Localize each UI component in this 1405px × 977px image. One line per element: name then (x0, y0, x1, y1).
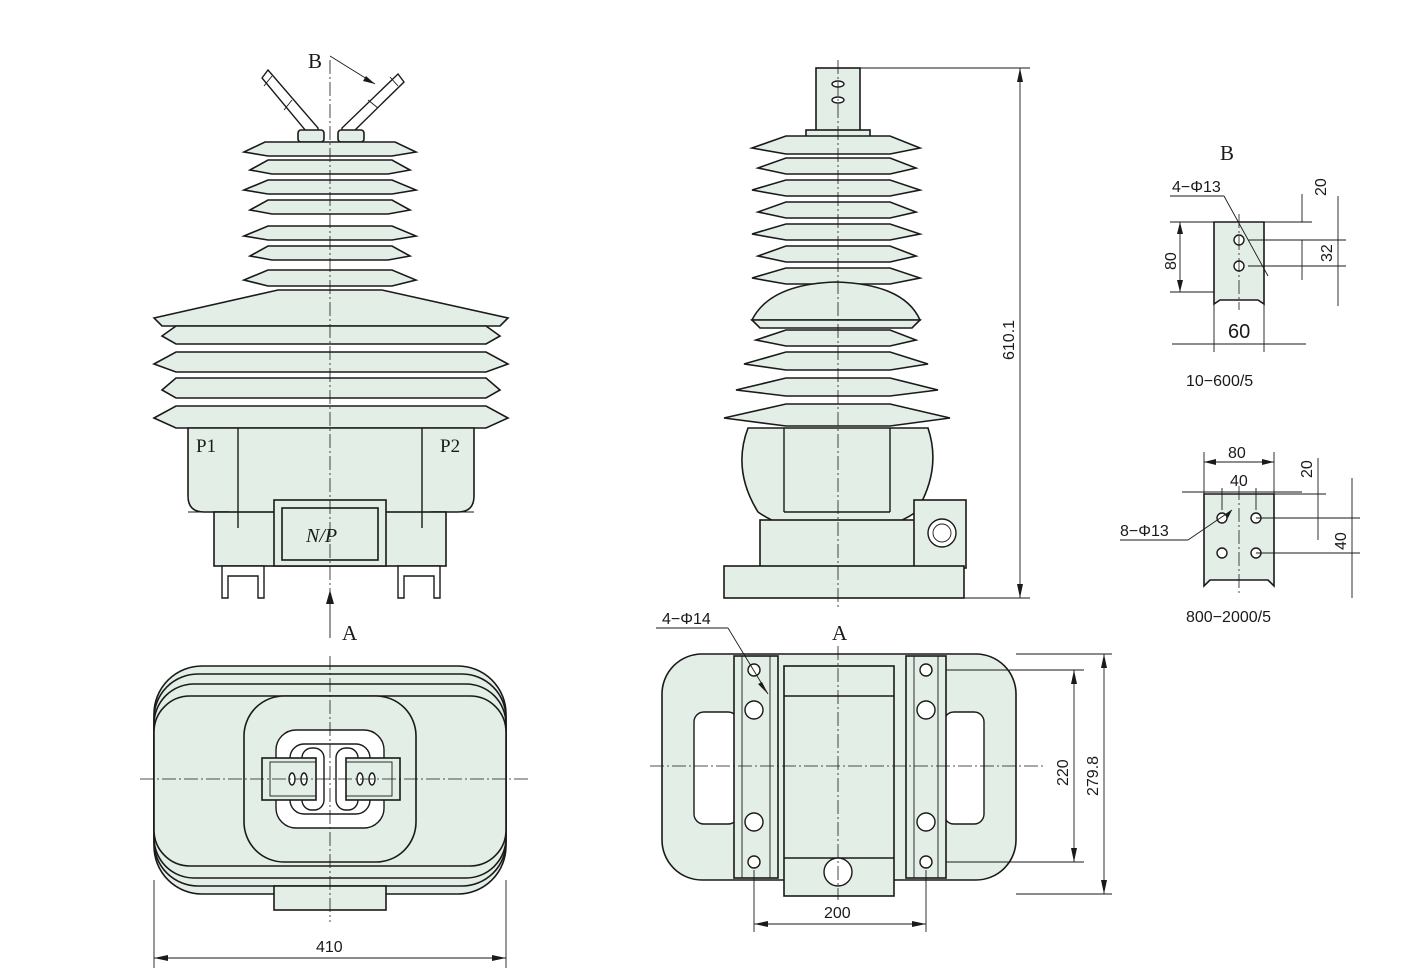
side-view-right: 610.1 A (723, 60, 1030, 645)
label-a-left: A (342, 621, 358, 645)
lower-sheds (152, 289, 510, 429)
detail-800-2000: 80 40 20 40 8−Φ13 800−2000/5 (1120, 445, 1360, 626)
dim-width-410: 410 (316, 939, 343, 956)
d1-holes: 4−Φ13 (1172, 179, 1221, 196)
nameplate-label: N/P (305, 525, 337, 547)
dim-200: 200 (824, 905, 851, 922)
d1-caption: 10−600/5 (1186, 373, 1253, 390)
d1-dim-80: 80 (1163, 252, 1180, 270)
d1-dim-32: 32 (1319, 244, 1336, 262)
tank-body: N/P P1 P2 (187, 427, 475, 567)
d2-caption: 800−2000/5 (1186, 609, 1271, 626)
dim-279-8: 279.8 (1085, 756, 1102, 796)
base-view-right: 4−Φ14 220 279.8 200 (650, 611, 1112, 932)
dim-220: 220 (1055, 759, 1072, 786)
dim-height-610: 610.1 (1001, 320, 1018, 360)
upper-sheds (241, 141, 419, 287)
front-view-left: B N/ (152, 49, 510, 645)
holes-4-phi14: 4−Φ14 (662, 611, 711, 628)
terminal-p2-label: P2 (440, 436, 460, 457)
terminal-p1-label: P1 (196, 436, 216, 457)
label-a-right: A (832, 621, 848, 645)
d2-dim-80: 80 (1228, 445, 1246, 462)
d2-dim-40-side: 40 (1333, 532, 1350, 550)
d2-dim-40-top: 40 (1230, 473, 1248, 490)
d1-dim-20: 20 (1313, 178, 1330, 196)
d1-dim-60: 60 (1228, 321, 1250, 343)
d2-holes: 8−Φ13 (1120, 523, 1169, 540)
mounting-feet (221, 565, 441, 599)
primary-leads (261, 68, 405, 143)
d2-dim-20: 20 (1299, 460, 1316, 478)
label-b-top: B (308, 49, 322, 73)
top-view-left: 410 (140, 656, 530, 968)
detail-10-600: B 4−Φ13 20 32 80 60 10−600/5 (1163, 141, 1346, 390)
detail-b-label: B (1220, 141, 1234, 165)
